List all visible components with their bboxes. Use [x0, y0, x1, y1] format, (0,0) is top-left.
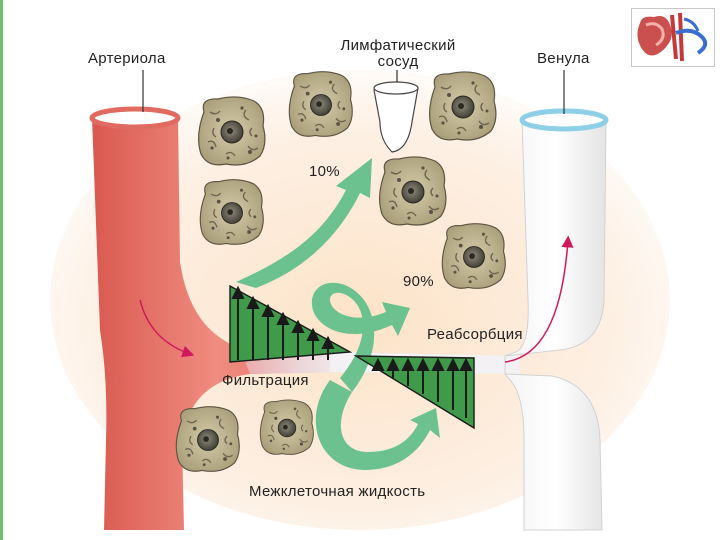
- blood-flow-markers: [139, 235, 574, 363]
- filtration-label: Фильтрация: [222, 372, 309, 389]
- left-accent-bar: [0, 0, 3, 540]
- filtration-pressure-wedge: [229, 284, 353, 363]
- interstitial-fluid-label: Межклеточная жидкость: [249, 483, 426, 500]
- venule-label: Венула: [537, 50, 590, 67]
- lymphatic-vessel-label-line2: сосуд: [377, 53, 419, 70]
- lymphatic-vessel: [373, 81, 419, 153]
- fluid-flow-arrows: [236, 158, 440, 470]
- reabsorption-share-label: 90%: [403, 273, 434, 290]
- venule-vessel: [504, 108, 609, 531]
- lymphatic-vessel-label: Лимфатический сосуд: [325, 38, 471, 70]
- arteriole-label: Артериола: [88, 50, 166, 67]
- reabsorption-pressure-wedge: [353, 355, 475, 430]
- lymphatic-vessel-label-line1: Лимфатический: [340, 37, 456, 54]
- heart-vessels-thumbnail-icon: [631, 8, 715, 67]
- lymph-share-label: 10%: [309, 163, 340, 180]
- label-leader-lines: [142, 70, 565, 114]
- reabsorption-label: Реабсорбция: [427, 326, 523, 343]
